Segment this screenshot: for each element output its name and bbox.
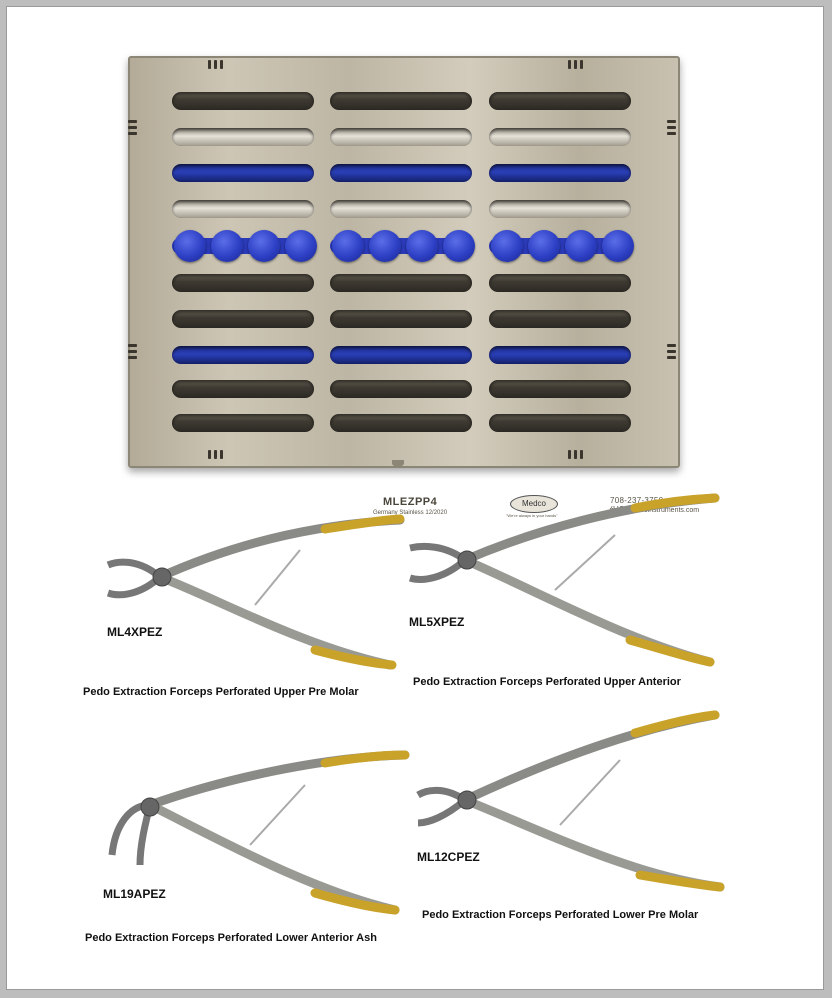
cassette-vent — [208, 60, 211, 69]
cassette-slot — [330, 164, 472, 182]
cassette-vent — [667, 120, 676, 123]
cassette-vent — [128, 120, 137, 123]
cassette-slot — [172, 92, 314, 110]
instrument-desc-ml5xpez: Pedo Extraction Forceps Perforated Upper… — [413, 676, 681, 688]
cassette-slot — [330, 274, 472, 292]
instrument-code-ml4xpez: ML4XPEZ — [107, 625, 163, 639]
cassette-website: www.medcoinstruments.com — [610, 507, 700, 514]
medco-logo: Medco — [510, 495, 558, 513]
silicone-bead — [369, 230, 401, 262]
cassette-vent — [580, 60, 583, 69]
cassette-vent — [220, 60, 223, 69]
forceps-ml4xpez-image — [106, 514, 405, 670]
cassette-vent — [667, 350, 676, 353]
cassette-vent — [568, 450, 571, 459]
cassette-slot — [172, 128, 314, 146]
cassette-vent — [568, 60, 571, 69]
silicone-bead — [565, 230, 597, 262]
cassette-vent — [580, 450, 583, 459]
cassette-model-label: MLEZPP4 — [383, 496, 438, 508]
cassette-slot — [489, 92, 631, 110]
cassette-slot — [330, 414, 472, 432]
cassette-slot — [489, 380, 631, 398]
cassette-slot — [489, 310, 631, 328]
cassette-vent — [128, 126, 137, 129]
cassette-stainless-label: Germany Stainless 12/2020 — [373, 510, 448, 516]
cassette-slot — [172, 274, 314, 292]
forceps-ml12cpez-image — [416, 710, 725, 892]
instrument-desc-ml19apez: Pedo Extraction Forceps Perforated Lower… — [85, 932, 377, 944]
cassette-slot — [330, 310, 472, 328]
cassette-slot — [330, 92, 472, 110]
silicone-bead — [248, 230, 280, 262]
silicone-bead — [602, 230, 634, 262]
cassette-slot — [489, 164, 631, 182]
cassette-vent — [667, 126, 676, 129]
cassette-slot — [172, 200, 314, 218]
cassette-vent — [128, 356, 137, 359]
cassette-slot — [489, 128, 631, 146]
cassette-slot — [489, 414, 631, 432]
cassette-slot — [172, 164, 314, 182]
cassette-slot — [330, 200, 472, 218]
cassette-vent — [667, 344, 676, 347]
medco-tagline: "We're always in your hands" — [506, 513, 558, 518]
cassette-vent — [214, 450, 217, 459]
silicone-bead — [174, 230, 206, 262]
instrument-code-ml19apez: ML19APEZ — [103, 887, 166, 901]
forceps-ml19apez-image — [108, 750, 410, 915]
instrument-desc-ml4xpez: Pedo Extraction Forceps Perforated Upper… — [83, 686, 359, 698]
cassette-slot — [330, 380, 472, 398]
cassette-slot — [172, 380, 314, 398]
silicone-bead — [332, 230, 364, 262]
silicone-bead — [285, 230, 317, 262]
cassette-slot — [172, 414, 314, 432]
cassette-vent — [214, 60, 217, 69]
instrument-desc-ml12cpez: Pedo Extraction Forceps Perforated Lower… — [422, 909, 699, 921]
cassette-vent — [667, 356, 676, 359]
silicone-bead — [211, 230, 243, 262]
cassette-vent — [128, 344, 137, 347]
instrument-code-ml12cpez: ML12CPEZ — [417, 850, 480, 864]
cassette-vent — [208, 450, 211, 459]
silicone-bead — [528, 230, 560, 262]
cassette-vent — [128, 132, 137, 135]
cassette-slot — [172, 346, 314, 364]
cassette-slot — [330, 128, 472, 146]
cassette-vent — [574, 60, 577, 69]
instrument-cassette: MLEZPP4 Germany Stainless 12/2020 Medco … — [128, 56, 699, 518]
cassette-slot — [489, 200, 631, 218]
silicone-bead — [406, 230, 438, 262]
cassette-slot — [489, 346, 631, 364]
silicone-bead — [443, 230, 475, 262]
cassette-slot — [330, 346, 472, 364]
cassette-vent — [667, 132, 676, 135]
cassette-vent — [574, 450, 577, 459]
cassette-vent — [128, 350, 137, 353]
instrument-code-ml5xpez: ML5XPEZ — [409, 615, 465, 629]
forceps-ml5xpez-image — [408, 493, 720, 667]
cassette-latch — [392, 460, 404, 466]
cassette-vent — [220, 450, 223, 459]
cassette-slot — [172, 310, 314, 328]
cassette-slot — [489, 274, 631, 292]
silicone-bead — [491, 230, 523, 262]
